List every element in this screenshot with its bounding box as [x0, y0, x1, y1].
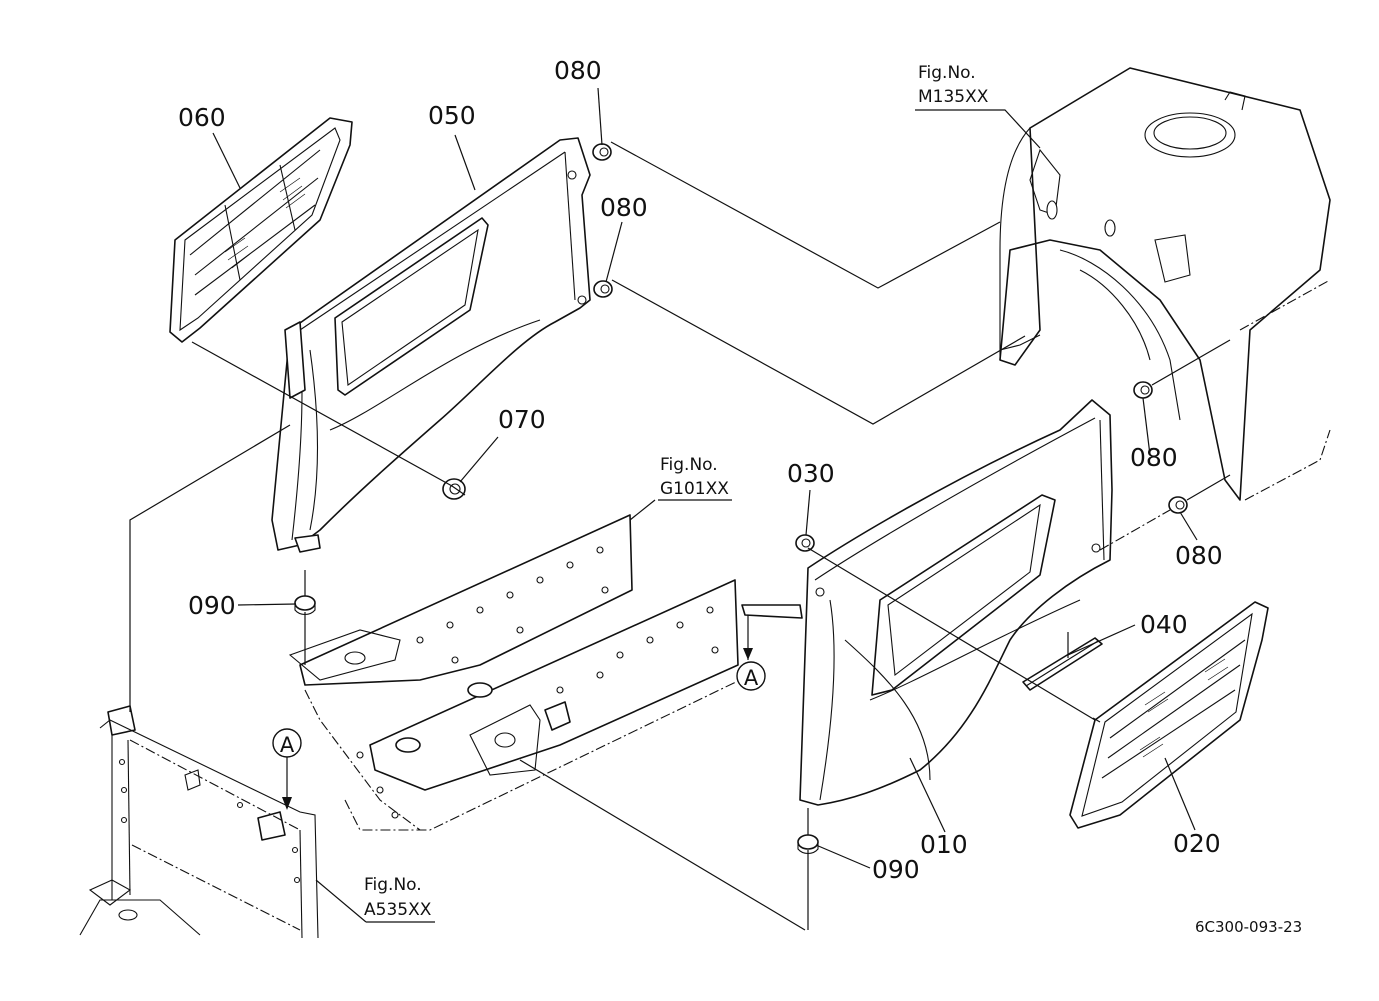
cushion-090a	[294, 595, 316, 616]
assembly-lines	[129, 141, 1231, 931]
svg-text:Fig.No.: Fig.No.	[660, 455, 718, 475]
part-label-030: 030	[787, 459, 835, 488]
hood-assembly	[999, 67, 1331, 501]
grommet-080c	[1133, 381, 1153, 399]
part-label-040: 040	[1140, 610, 1188, 639]
svg-text:A: A	[744, 666, 759, 690]
figure-ref-g101: Fig.No. G101XX	[660, 455, 729, 499]
grille-060	[169, 117, 353, 343]
frame-rails	[288, 514, 803, 831]
marker-a-right: A	[736, 648, 766, 691]
svg-text:G101XX: G101XX	[660, 479, 729, 499]
part-label-060: 060	[178, 103, 226, 132]
seal-strip-040	[1022, 637, 1103, 691]
side-panel-050	[271, 137, 591, 553]
part-label-080d: 080	[1175, 541, 1223, 570]
part-label-080c: 080	[1130, 443, 1178, 472]
grommet-080d	[1168, 496, 1188, 514]
clip-030	[795, 534, 815, 552]
figure-ref-a535: Fig.No. A535XX	[364, 875, 432, 920]
small-parts	[294, 143, 1188, 855]
grille-020	[1069, 601, 1269, 829]
grommet-080b	[593, 280, 613, 298]
part-label-070: 070	[498, 405, 546, 434]
svg-text:Fig.No.: Fig.No.	[364, 875, 422, 895]
svg-text:A: A	[280, 733, 295, 757]
drawing-code: 6C300-093-23	[1195, 918, 1302, 936]
part-label-020: 020	[1173, 829, 1221, 858]
rail-holes	[356, 546, 719, 819]
part-label-050: 050	[428, 101, 476, 130]
callout-leaders	[212, 87, 1198, 923]
grommet-080a	[592, 143, 612, 161]
part-label-080b: 080	[600, 193, 648, 222]
svg-text:Fig.No.: Fig.No.	[918, 63, 976, 83]
svg-text:M135XX: M135XX	[918, 87, 989, 107]
clip-070	[442, 478, 466, 500]
part-label-010: 010	[920, 830, 968, 859]
marker-a-left: A	[272, 728, 302, 810]
part-label-090a: 090	[188, 591, 236, 620]
svg-text:A535XX: A535XX	[364, 900, 432, 920]
bracket-frame-a535	[79, 705, 319, 939]
part-labels: 060 050 080 080 080 080 070 030 090 090 …	[178, 56, 1223, 884]
part-label-090b: 090	[872, 855, 920, 884]
part-label-080a: 080	[554, 56, 602, 85]
figure-ref-m135: Fig.No. M135XX	[918, 63, 989, 107]
side-panel-010	[799, 399, 1113, 806]
